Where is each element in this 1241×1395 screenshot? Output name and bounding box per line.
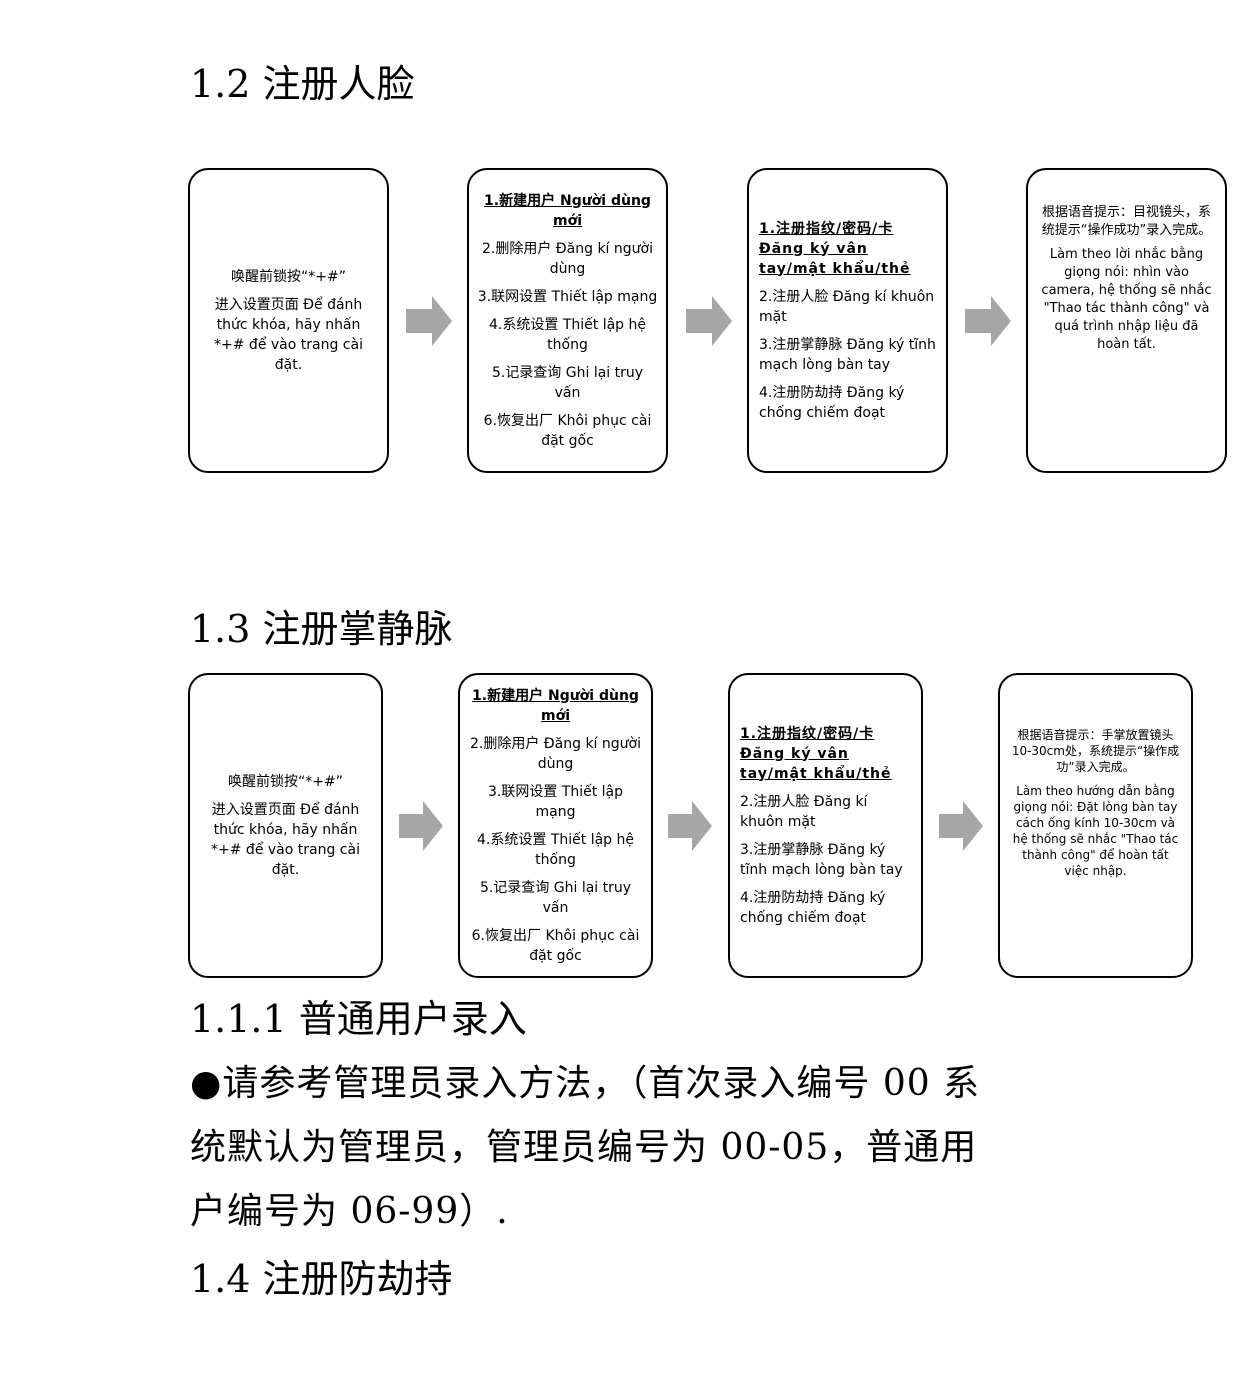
flow-text: 唤醒前锁按“*+#” bbox=[228, 773, 343, 790]
flow-face-step-wake: 唤醒前锁按“*+#” 进入设置页面 Để đánh thức khóa, hãy… bbox=[188, 168, 389, 473]
menu-item-new-user: 1.新建用户 Người dùng mới bbox=[484, 192, 651, 229]
flow-face-step-menu: 1.新建用户 Người dùng mới 2.删除用户 Đăng kí ngư… bbox=[467, 168, 668, 473]
menu-item-system: 4.系统设置 Thiết lập hệ thống bbox=[477, 831, 634, 868]
flow-text: 根据语音提示：手掌放置镜头10-30cm处，系统提示“操作成功”录入完成。 bbox=[1011, 728, 1180, 774]
flow-text: 唤醒前锁按“*+#” bbox=[231, 268, 346, 285]
register-palm-option: 3.注册掌静脉 Đăng ký tĩnh mạch lòng bàn tay bbox=[740, 841, 903, 878]
register-face-option: 2.注册人脸 Đăng kí khuôn mặt bbox=[740, 793, 868, 830]
paragraph-line: 统默认为管理员，管理员编号为 00-05，普通用 bbox=[190, 1127, 978, 1168]
paragraph-line: 户编号为 06-99）. bbox=[190, 1191, 509, 1232]
flow-palm-step-wake: 唤醒前锁按“*+#” 进入设置页面 Để đánh thức khóa, hãy… bbox=[188, 673, 383, 978]
flow-palm-step-voice: 根据语音提示：手掌放置镜头10-30cm处，系统提示“操作成功”录入完成。 Là… bbox=[998, 673, 1193, 978]
register-palm-option: 3.注册掌静脉 Đăng ký tĩnh mạch lòng bàn tay bbox=[759, 336, 936, 373]
menu-item-records: 5.记录查询 Ghi lại truy vấn bbox=[479, 879, 632, 916]
section-title-normal-user: 1.1.1 普通用户录入 bbox=[190, 997, 527, 1041]
flow-text: 进入设置页面 Để đánh thức khóa, hãy nhấn *+# đ… bbox=[214, 296, 363, 373]
flow-face-step-voice: 根据语音提示：目视镜头，系统提示“操作成功”录入完成。 Làm theo lời… bbox=[1026, 168, 1227, 473]
flow-text: 根据语音提示：目视镜头，系统提示“操作成功”录入完成。 bbox=[1041, 205, 1212, 238]
flow-text: 进入设置页面 Để đánh thức khóa, hãy nhấn *+# đ… bbox=[211, 801, 360, 878]
menu-item-factory-reset: 6.恢复出厂 Khôi phục cài đặt gốc bbox=[483, 412, 652, 449]
menu-item-new-user: 1.新建用户 Người dùng mới bbox=[472, 687, 639, 724]
register-fingerprint-option: 1.注册指纹/密码/卡 Đăng ký vân tay/mật khẩu/thẻ bbox=[740, 725, 892, 782]
paragraph-line: ●请参考管理员录入方法，（首次录入编号 00 系 bbox=[190, 1063, 981, 1104]
menu-item-system: 4.系统设置 Thiết lập hệ thống bbox=[489, 316, 646, 353]
instruction-paragraph: ●请参考管理员录入方法，（首次录入编号 00 系 统默认为管理员，管理员编号为 … bbox=[190, 1052, 1060, 1244]
menu-item-delete-user: 2.删除用户 Đăng kí người dùng bbox=[470, 735, 641, 772]
section-title-face: 1.2 注册人脸 bbox=[190, 62, 415, 106]
flow-palm-step-register: 1.注册指纹/密码/卡 Đăng ký vân tay/mật khẩu/thẻ… bbox=[728, 673, 923, 978]
flow-text: Làm theo hướng dẫn bằng giọng nói: Đặt l… bbox=[1012, 784, 1179, 878]
section-title-anti-hijack: 1.4 注册防劫持 bbox=[190, 1257, 453, 1301]
menu-item-factory-reset: 6.恢复出厂 Khôi phục cài đặt gốc bbox=[471, 927, 640, 964]
register-face-option: 2.注册人脸 Đăng kí khuôn mặt bbox=[759, 288, 935, 325]
flow-text: Làm theo lời nhắc bằng giọng nói: nhìn v… bbox=[1041, 247, 1212, 352]
menu-item-records: 5.记录查询 Ghi lại truy vấn bbox=[491, 364, 644, 401]
section-title-palm: 1.3 注册掌静脉 bbox=[190, 607, 453, 651]
flow-palm-step-menu: 1.新建用户 Người dùng mới 2.删除用户 Đăng kí ngư… bbox=[458, 673, 653, 978]
menu-item-delete-user: 2.删除用户 Đăng kí người dùng bbox=[482, 240, 653, 277]
register-fingerprint-option: 1.注册指纹/密码/卡 Đăng ký vân tay/mật khẩu/thẻ bbox=[759, 220, 911, 277]
register-anti-hijack-option: 4.注册防劫持 Đăng ký chống chiếm đoạt bbox=[759, 384, 905, 421]
menu-item-network: 3.联网设置 Thiết lập mạng bbox=[487, 783, 624, 820]
flow-face-step-register: 1.注册指纹/密码/卡 Đăng ký vân tay/mật khẩu/thẻ… bbox=[747, 168, 948, 473]
register-anti-hijack-option: 4.注册防劫持 Đăng ký chống chiếm đoạt bbox=[740, 889, 886, 926]
menu-item-network: 3.联网设置 Thiết lập mạng bbox=[477, 288, 658, 305]
